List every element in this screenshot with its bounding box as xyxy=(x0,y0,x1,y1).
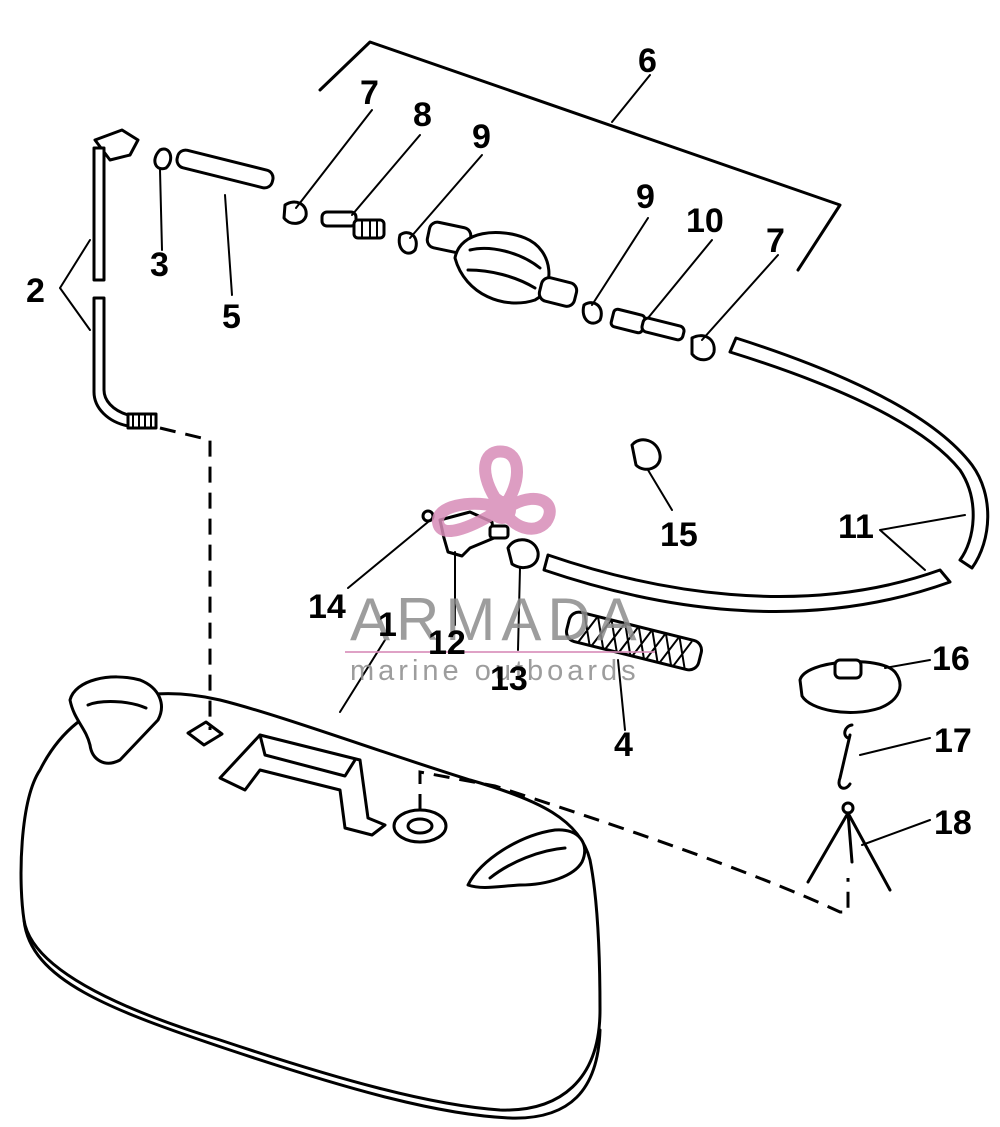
watermark-subtitle: marine outboards xyxy=(350,655,640,687)
hose-clamp-left xyxy=(282,200,308,225)
fuel-hose xyxy=(542,336,990,613)
label-part-14: 14 xyxy=(308,588,346,626)
label-part-12: 12 xyxy=(428,624,466,662)
label-part-17: 17 xyxy=(934,722,972,760)
armada-watermark: ARMADA marine outboards xyxy=(345,445,655,687)
clip-part-3 xyxy=(153,147,173,171)
cap-retainer xyxy=(806,801,892,892)
label-part-13: 13 xyxy=(490,660,528,698)
label-part-11: 11 xyxy=(838,508,874,546)
filler-cap xyxy=(798,658,902,714)
part-labels: 1 2 3 4 5 6 7 7 8 9 9 10 11 12 13 14 15 … xyxy=(26,42,972,842)
propeller-logo xyxy=(432,445,556,537)
chain-hook xyxy=(837,723,854,790)
short-hose xyxy=(175,148,275,190)
clip-part-9-left xyxy=(397,231,418,255)
label-part-18: 18 xyxy=(934,804,972,842)
fuel-tank xyxy=(19,675,602,1120)
hose-clamp-part-13 xyxy=(506,538,540,569)
filter-screen xyxy=(565,610,703,672)
label-part-3: 3 xyxy=(150,246,169,284)
assembly-group-bracket xyxy=(318,40,842,272)
hose-clamp-right xyxy=(690,334,716,362)
leader-lines xyxy=(59,74,966,846)
assembly-line-tube xyxy=(159,426,212,730)
label-part-1: 1 xyxy=(378,606,397,644)
assembly-line-cap xyxy=(418,770,850,914)
label-part-8: 8 xyxy=(413,96,432,134)
label-part-7-right: 7 xyxy=(766,222,785,260)
pickup-tube xyxy=(92,128,158,430)
hose-fitting-part-8 xyxy=(320,210,386,240)
label-part-6: 6 xyxy=(638,42,657,80)
label-part-15: 15 xyxy=(660,516,698,554)
label-part-9-right: 9 xyxy=(636,178,655,216)
label-part-4: 4 xyxy=(614,726,633,764)
hose-cap xyxy=(630,438,662,471)
primer-bulb xyxy=(425,220,579,308)
watermark-title: ARMADA xyxy=(350,586,643,653)
label-part-10: 10 xyxy=(686,202,724,240)
hose-fitting-part-10 xyxy=(609,307,686,342)
label-part-5: 5 xyxy=(222,298,241,336)
o-ring xyxy=(421,509,435,523)
label-part-7-left: 7 xyxy=(360,74,379,112)
label-part-9-left: 9 xyxy=(472,118,491,156)
label-part-16: 16 xyxy=(932,640,970,678)
label-part-2: 2 xyxy=(26,272,45,310)
